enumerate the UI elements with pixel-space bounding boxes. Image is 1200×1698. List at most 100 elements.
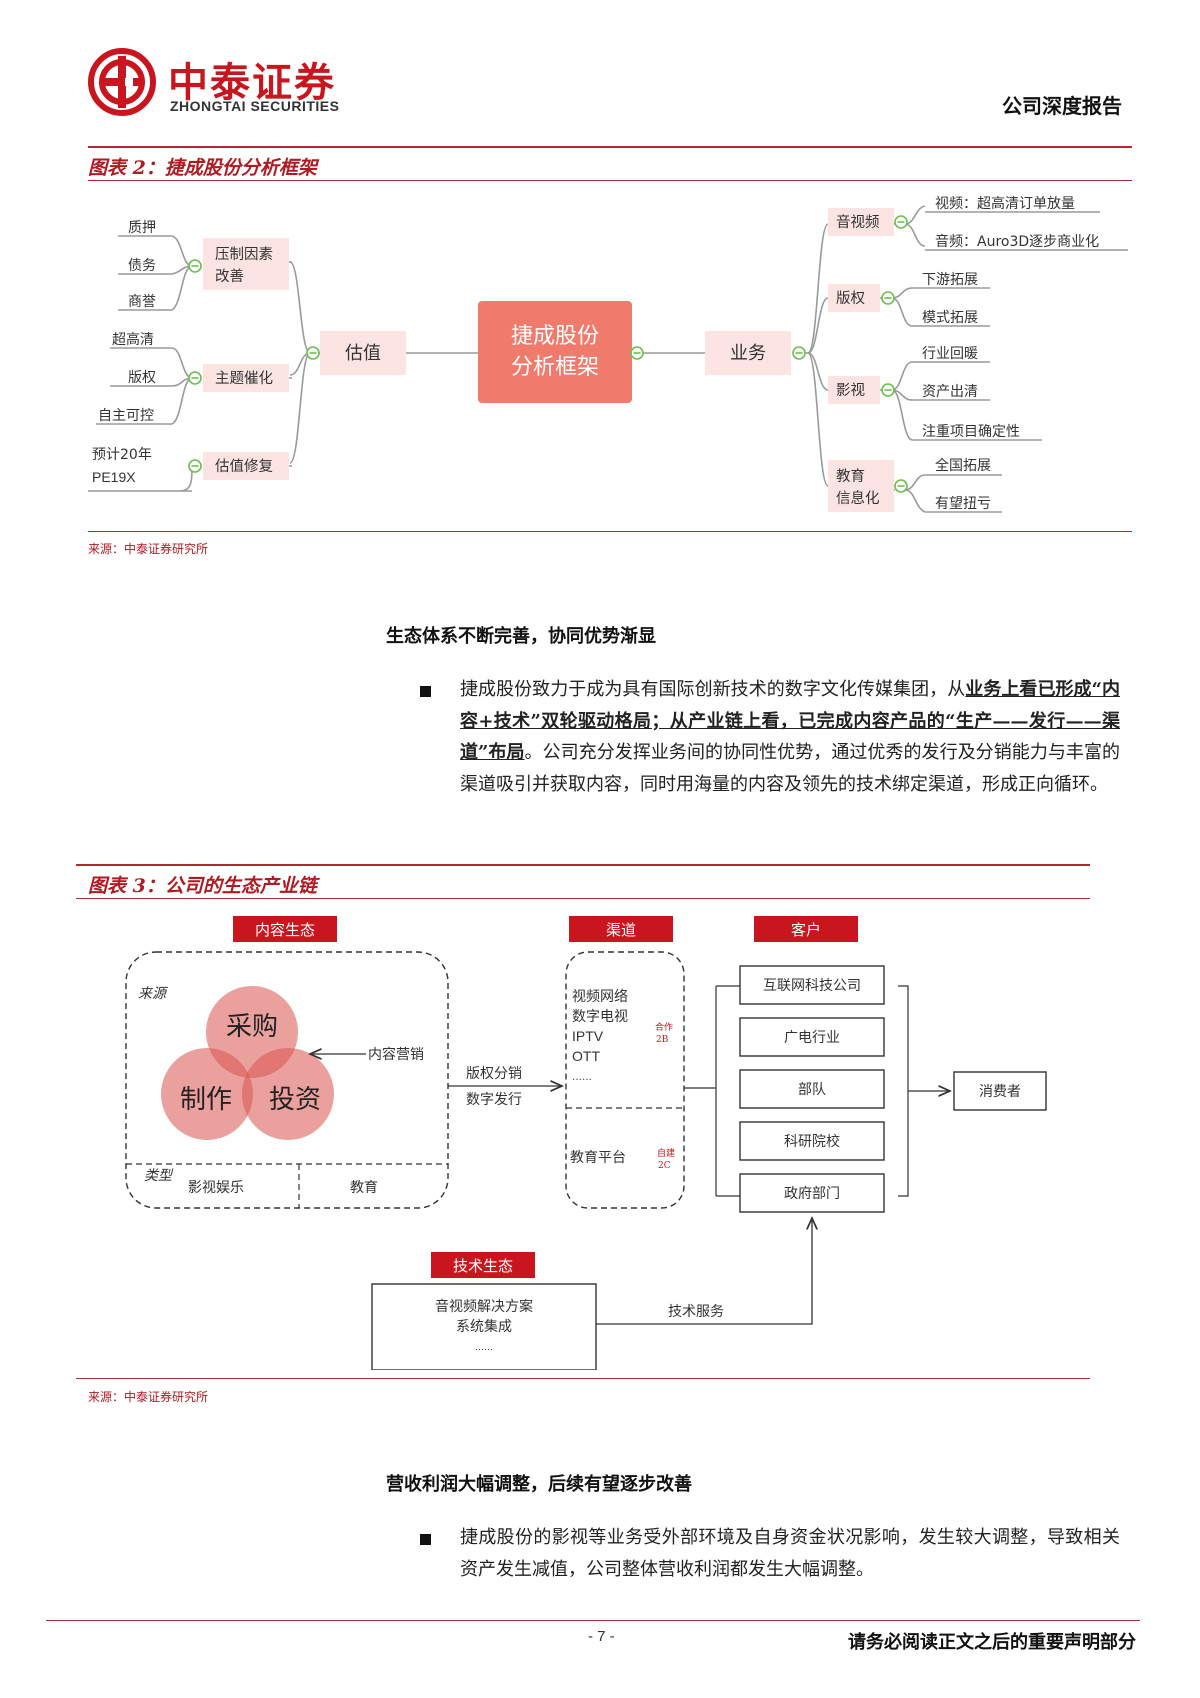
leaf-self-control: 自主可控 bbox=[98, 408, 154, 424]
content-source-label: 来源 bbox=[138, 986, 169, 1002]
venn-label-invest: 投资 bbox=[269, 1085, 321, 1115]
customer-box-internet bbox=[739, 965, 885, 1005]
left-group1-box bbox=[203, 238, 289, 290]
header-channel bbox=[569, 916, 673, 942]
content-ecosystem-box bbox=[125, 951, 449, 1209]
right-root-node bbox=[705, 331, 791, 375]
footer-notice: 请务必阅读正文之后的重要声明部分 bbox=[848, 1632, 1136, 1653]
section2-paragraph: 捷成股份的影视等业务受外部环境及自身资金状况影响，发生较大调整，导致相关资产发生… bbox=[460, 1527, 1120, 1580]
section1-title: 生态体系不断完善，协同优势渐显 bbox=[386, 626, 656, 647]
self-tag-line2: 2C bbox=[658, 1161, 671, 1171]
customer-box-research bbox=[739, 1121, 885, 1161]
leaf-audio-auro3d: 音频：Auro3D逐步商业化 bbox=[935, 233, 1099, 250]
right-group4-line1: 教育 bbox=[836, 468, 865, 485]
report-type: 公司深度报告 bbox=[1002, 94, 1122, 118]
tech-more: …… bbox=[475, 1343, 493, 1353]
left-root-label: 估值 bbox=[345, 343, 381, 364]
figure3-top-rule bbox=[76, 864, 1090, 866]
right-group3-box bbox=[828, 376, 880, 404]
type-education: 教育 bbox=[350, 1180, 378, 1196]
customer-box-military bbox=[739, 1069, 885, 1109]
right-group2-box bbox=[828, 284, 880, 312]
left-group1-line2: 改善 bbox=[215, 268, 244, 285]
leaf-recovery: 行业回暖 bbox=[922, 346, 978, 362]
right-group1-box bbox=[828, 208, 894, 236]
figure2-title: 图表 2：捷成股份分析框架 bbox=[88, 157, 317, 179]
right-group4-line2: 信息化 bbox=[836, 490, 880, 507]
header-content-label: 内容生态 bbox=[255, 921, 315, 939]
ecosystem-diagram: 内容生态 渠道 客户 来源 类型 影视娱乐 教育 采购 制作 投资 内容营销 版… bbox=[125, 916, 1047, 1370]
figure2-top-rule bbox=[88, 146, 1132, 148]
channel-ott: OTT bbox=[572, 1048, 600, 1064]
leaf-copyright: 版权 bbox=[128, 370, 156, 386]
figure3-source: 来源：中泰证券研究所 bbox=[88, 1390, 209, 1404]
leaf-pe-line1: 预计20年 bbox=[92, 447, 152, 463]
left-group1-line1: 压制因素 bbox=[215, 246, 273, 263]
section2-bullet bbox=[420, 1534, 431, 1545]
leaf-pe-line2: PE19X bbox=[92, 469, 136, 485]
leaf-goodwill: 商誉 bbox=[128, 294, 156, 310]
coop-tag-line2: 2B bbox=[656, 1035, 669, 1045]
customer-broadcast: 广电行业 bbox=[784, 1030, 840, 1046]
figure2-source: 来源：中泰证券研究所 bbox=[88, 542, 209, 556]
leaf-nationwide: 全国拓展 bbox=[935, 457, 991, 474]
section1-bullet bbox=[420, 686, 431, 697]
leaf-asset-clear: 资产出清 bbox=[922, 384, 978, 400]
section1-paragraph: 捷成股份致力于成为具有国际创新技术的数字文化传媒集团，从业务上看已形成“内容+技… bbox=[460, 674, 1120, 800]
consumer-box bbox=[953, 1071, 1047, 1111]
section1-para-highlight: 业务上看已形成“内容+技术”双轮驱动格局；从产业链上看，已完成内容产品的“生产—… bbox=[460, 679, 1120, 763]
flow-copyright-distribution: 版权分销 bbox=[466, 1066, 522, 1082]
section2-title: 营收利润大幅调整，后续有望逐步改善 bbox=[386, 1474, 692, 1495]
customer-research: 科研院校 bbox=[784, 1133, 840, 1150]
mindmap-diagram: 捷成股份 分析框架 估值 压制因素 改善 质押 债务 商誉 主题催化 超高清 版… bbox=[88, 195, 1128, 513]
channel-iptv: IPTV bbox=[572, 1028, 604, 1044]
logo-english-name: ZHONGTAI SECURITIES bbox=[170, 98, 340, 114]
leaf-uhd: 超高清 bbox=[112, 331, 154, 348]
leaf-debt: 债务 bbox=[128, 258, 156, 274]
customer-box-government bbox=[739, 1173, 885, 1213]
channel-box bbox=[565, 951, 685, 1209]
coop-tag-line1: 合作 bbox=[655, 1021, 673, 1033]
leaf-pledge: 质押 bbox=[128, 220, 156, 236]
content-type-label: 类型 bbox=[144, 1168, 174, 1184]
tech-box bbox=[371, 1283, 597, 1370]
center-node-line1: 捷成股份 bbox=[511, 324, 599, 349]
channel-edu-platform: 教育平台 bbox=[570, 1150, 626, 1166]
left-group2-box bbox=[203, 364, 289, 392]
left-group3-box bbox=[203, 452, 289, 480]
footer-rule bbox=[46, 1620, 1140, 1621]
header-customer-label: 客户 bbox=[791, 921, 821, 939]
figure3-bottom-rule bbox=[76, 1378, 1090, 1379]
channel-digital-tv: 数字电视 bbox=[572, 1009, 628, 1025]
customer-box-broadcast bbox=[739, 1017, 885, 1057]
channel-video-network: 视频网络 bbox=[572, 989, 628, 1005]
left-group2-line1: 主题催化 bbox=[215, 370, 273, 387]
logo-chinese-name: 中泰证券 bbox=[168, 60, 336, 106]
consumer-label: 消费者 bbox=[979, 1084, 1021, 1100]
header-customer bbox=[754, 916, 858, 942]
type-film-entertainment: 影视娱乐 bbox=[188, 1180, 244, 1196]
right-group2-label: 版权 bbox=[836, 290, 865, 307]
content-marketing-label: 内容营销 bbox=[368, 1046, 424, 1063]
left-group3-line1: 估值修复 bbox=[215, 457, 273, 475]
flow-digital-release: 数字发行 bbox=[466, 1092, 522, 1108]
header-content-ecosystem bbox=[233, 916, 337, 942]
leaf-downstream: 下游拓展 bbox=[922, 272, 978, 288]
leaf-turnaround: 有望扭亏 bbox=[935, 496, 991, 512]
header-channel-label: 渠道 bbox=[606, 921, 636, 939]
tech-av-solution: 音视频解决方案 bbox=[435, 1298, 533, 1315]
figure3-title: 图表 3：公司的生态产业链 bbox=[88, 875, 317, 897]
right-group3-label: 影视 bbox=[836, 382, 865, 399]
mindmap-center-node bbox=[478, 301, 632, 403]
right-root-label: 业务 bbox=[730, 343, 766, 364]
section1-para-part1: 捷成股份致力于成为具有国际创新技术的数字文化传媒集团，从 bbox=[460, 679, 966, 700]
venn-label-procure: 采购 bbox=[226, 1012, 278, 1042]
header-tech-label: 技术生态 bbox=[453, 1257, 513, 1275]
right-group1-label: 音视频 bbox=[836, 214, 880, 231]
company-logo: 中泰证券 ZHONGTAI SECURITIES bbox=[88, 46, 388, 118]
figure2-bottom-rule bbox=[88, 531, 1132, 532]
venn-circle-produce bbox=[161, 1048, 253, 1140]
page-number: - 7 - bbox=[588, 1628, 615, 1645]
venn-label-produce: 制作 bbox=[180, 1085, 232, 1115]
figure2-title-rule bbox=[88, 180, 1132, 181]
